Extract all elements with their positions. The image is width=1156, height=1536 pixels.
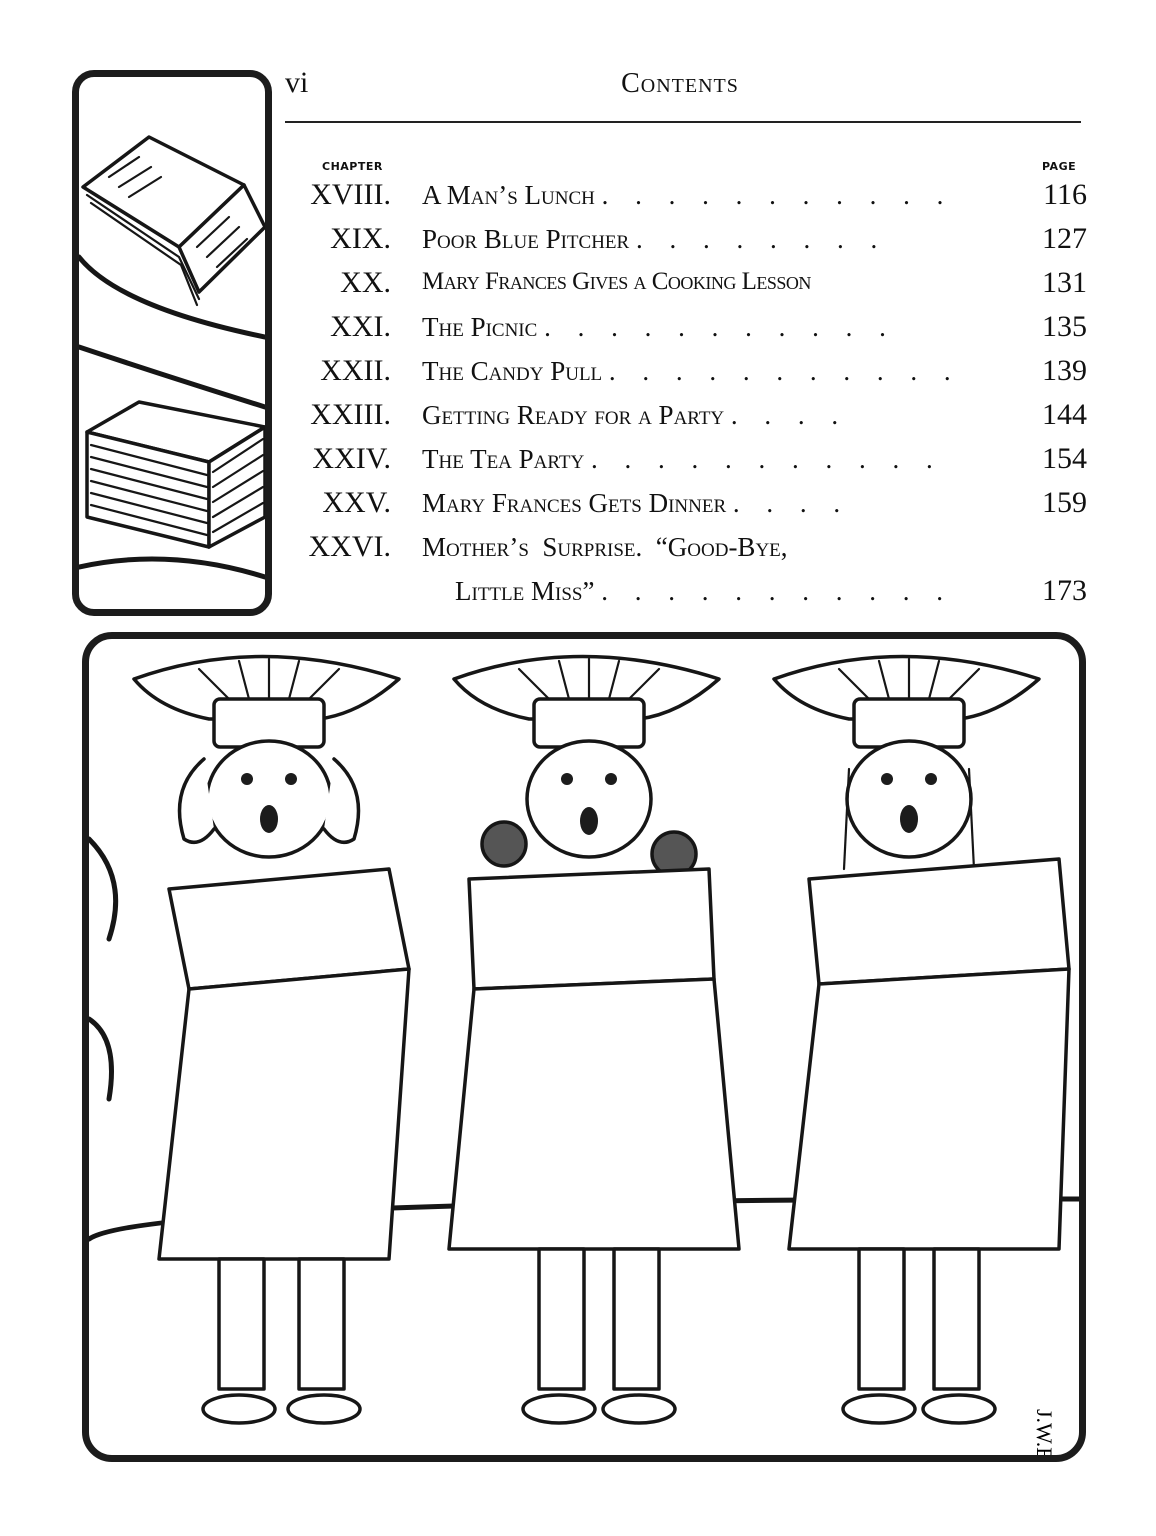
chapter-title: A Man’s Lunch . . . . . . . . . . . [422,180,954,210]
dot-leader: . . . . . . . . . . . [601,180,954,210]
artist-monogram: J.W.B. [1032,1409,1057,1455]
chapter-number: XXVI. [308,530,392,563]
face [845,739,973,859]
toc-entry: XXII. The Candy Pull . . . . . . . . . .… [285,354,1087,398]
dot-leader: . . . . . . . . [635,224,888,254]
chapter-number: XXV. [322,486,391,519]
chapter-number: XX. [340,266,391,299]
chef-hat-brim [772,654,1041,721]
closed-book-stack-icon [85,400,265,549]
leg [297,1257,346,1391]
chapter-title: The Tea Party . . . . . . . . . . . [422,444,943,474]
toc-entry: XIX. Poor Blue Pitcher . . . . . . . . 1… [285,222,1087,266]
shoe [841,1393,917,1425]
page-ref: 135 [1042,310,1087,343]
chef-hat-brim [132,654,401,721]
chapter-number: XIX. [330,222,391,255]
page-ref: 159 [1042,486,1087,519]
girl-figure [132,654,411,1425]
page-number: vi [285,66,309,99]
chapter-title: Mother’s Surprise. “Good-Bye, [422,532,788,562]
chefs-illustration-panel: J.W.B. [82,632,1086,1462]
face [525,739,653,859]
chapter-number: XVIII. [310,178,391,211]
chapter-title: Getting Ready for a Party . . . . [422,400,849,430]
braid-bow [480,820,528,868]
chapter-number: XXIII. [310,398,391,431]
girl-figure [772,654,1071,1425]
page-ref: 154 [1042,442,1087,475]
shoe [601,1393,677,1425]
face [205,739,333,859]
open-book-icon [81,135,265,307]
dot-leader: . . . . . . . . . . . [544,312,896,342]
apron [447,977,741,1251]
leg [537,1247,586,1391]
chapter-title: The Picnic . . . . . . . . . . . [422,312,896,342]
singing-mouth [580,807,598,835]
chapter-number: XXIV. [312,442,391,475]
chapter-title: Mary Frances Gets Dinner . . . . [422,488,851,518]
chef-hat-brim [452,654,721,721]
shoe [521,1393,597,1425]
dot-leader: . . . . . . . . . . . [591,444,943,474]
leg [217,1257,266,1391]
page-ref: 139 [1042,354,1087,387]
dot-leader: . . . . . . . . . . . [608,356,961,386]
three-girls-illustration: J.W.B. [89,654,1079,1455]
apron [157,967,411,1261]
leg [612,1247,661,1391]
chapter-title: The Candy Pull . . . . . . . . . . . [422,356,961,386]
dot-leader: . . . . [730,400,849,430]
shoe [286,1393,362,1425]
books-illustration [79,135,265,580]
chapter-column-label: CHAPTER [322,160,383,173]
chapter-title: Mary Frances Gives a Cooking Lesson [422,268,811,295]
open-book-held [467,867,716,991]
shoe [921,1393,997,1425]
apron [787,967,1071,1251]
hair-right [322,757,361,845]
toc-entry: XXV. Mary Frances Gets Dinner . . . . 15… [285,486,1087,530]
toc-entry: XXIV. The Tea Party . . . . . . . . . . … [285,442,1087,486]
shoe [201,1393,277,1425]
page-column-label: PAGE [1042,160,1077,173]
toc-entry: XXVI. Mother’s Surprise. “Good-Bye, Litt… [285,530,1088,620]
running-head: Contents [621,68,739,99]
side-decoration-panel [72,70,272,616]
singing-mouth [260,805,278,833]
header-rule [285,121,1081,123]
chapter-number: XXI. [330,310,391,343]
toc-entry: XVIII. A Man’s Lunch . . . . . . . . . .… [285,178,1087,222]
page-ref: 116 [1043,178,1087,211]
chapter-number: XXII. [320,354,391,387]
chapter-title-continued: Little Miss” . . . . . . . . . . . [455,576,953,606]
toc-entry: XXI. The Picnic . . . . . . . . . . . 13… [285,310,1087,354]
singing-mouth [900,805,918,833]
dot-leader: . . . . . . . . . . . [601,576,953,606]
page-ref: 173 [1042,574,1087,607]
leg [857,1247,906,1391]
page-ref: 144 [1042,398,1087,431]
chapter-title: Poor Blue Pitcher . . . . . . . . [422,224,888,254]
page-ref: 131 [1042,266,1087,299]
toc-entry: XX. Mary Frances Gives a Cooking Lesson … [285,266,1087,310]
toc-entry: XXIII. Getting Ready for a Party . . . .… [285,398,1087,442]
dot-leader: . . . . [732,488,851,518]
hair-left [177,757,216,845]
leg [932,1247,981,1391]
page-ref: 127 [1042,222,1087,255]
girl-figure [447,654,741,1425]
open-book-held [807,857,1071,986]
